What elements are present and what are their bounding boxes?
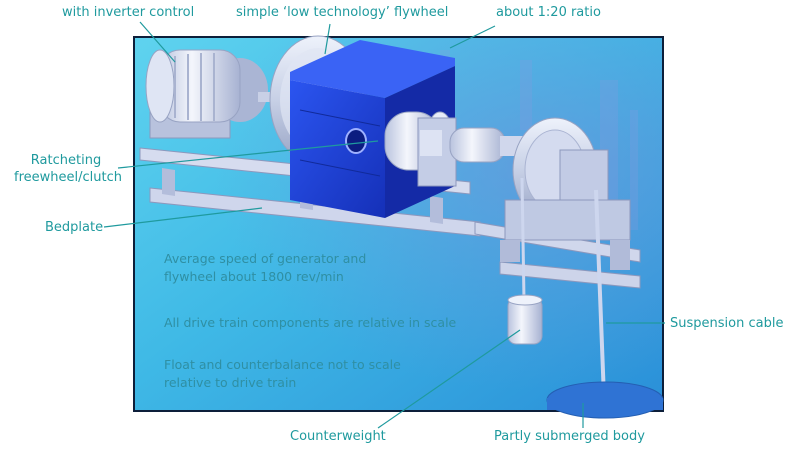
float-note: Float and counterbalance not to scale re… bbox=[164, 356, 401, 392]
scale-note: All drive train components are relative … bbox=[164, 315, 457, 330]
flywheel-label: simple ‘low technology’ flywheel bbox=[236, 5, 449, 20]
counterweight bbox=[507, 294, 543, 345]
bedplate-label: Bedplate bbox=[45, 220, 104, 235]
counterweight-label: Counterweight bbox=[290, 429, 386, 444]
float-note-line2: relative to drive train bbox=[164, 375, 297, 390]
clutch-label-line2: freewheel/clutch bbox=[14, 170, 122, 185]
gearbox-ratio-label: about 1:20 ratio bbox=[496, 5, 601, 20]
speed-note-line2: flywheel about 1800 rev/min bbox=[164, 269, 344, 284]
float-note-line1: Float and counterbalance not to scale bbox=[164, 357, 401, 372]
clutch-label: Ratcheting freewheel/clutch bbox=[14, 152, 122, 186]
cable-pulley bbox=[500, 117, 631, 270]
generator-motor bbox=[145, 49, 282, 139]
partly-submerged-body bbox=[546, 381, 664, 419]
clutch-assembly bbox=[384, 111, 530, 187]
speed-note-line1: Average speed of generator and bbox=[164, 251, 367, 266]
generator-label: with inverter control bbox=[62, 5, 195, 20]
speed-note: Average speed of generator and flywheel … bbox=[164, 250, 366, 286]
partly-submerged-body-label: Partly submerged body bbox=[494, 429, 645, 444]
suspension-cable bbox=[594, 189, 606, 399]
suspension-cable-label: Suspension cable bbox=[670, 316, 784, 331]
clutch-label-line1: Ratcheting bbox=[30, 153, 102, 168]
